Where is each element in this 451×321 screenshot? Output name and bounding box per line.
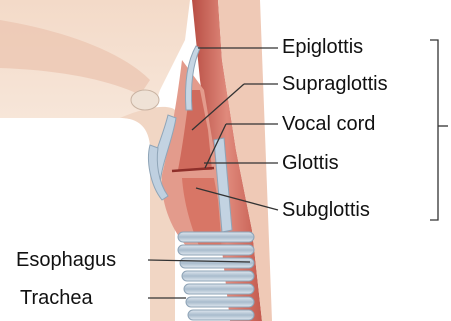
region-bracket	[430, 40, 438, 220]
label-esophagus: Esophagus	[16, 249, 116, 271]
hyoid-bone	[131, 90, 159, 110]
label-trachea: Trachea	[20, 287, 93, 309]
label-epiglottis: Epiglottis	[282, 36, 363, 58]
label-glottis: Glottis	[282, 152, 339, 174]
label-vocal-cord: Vocal cord	[282, 113, 375, 135]
label-subglottis: Subglottis	[282, 199, 370, 221]
label-supraglottis: Supraglottis	[282, 73, 388, 95]
trachea-rings	[178, 232, 254, 320]
